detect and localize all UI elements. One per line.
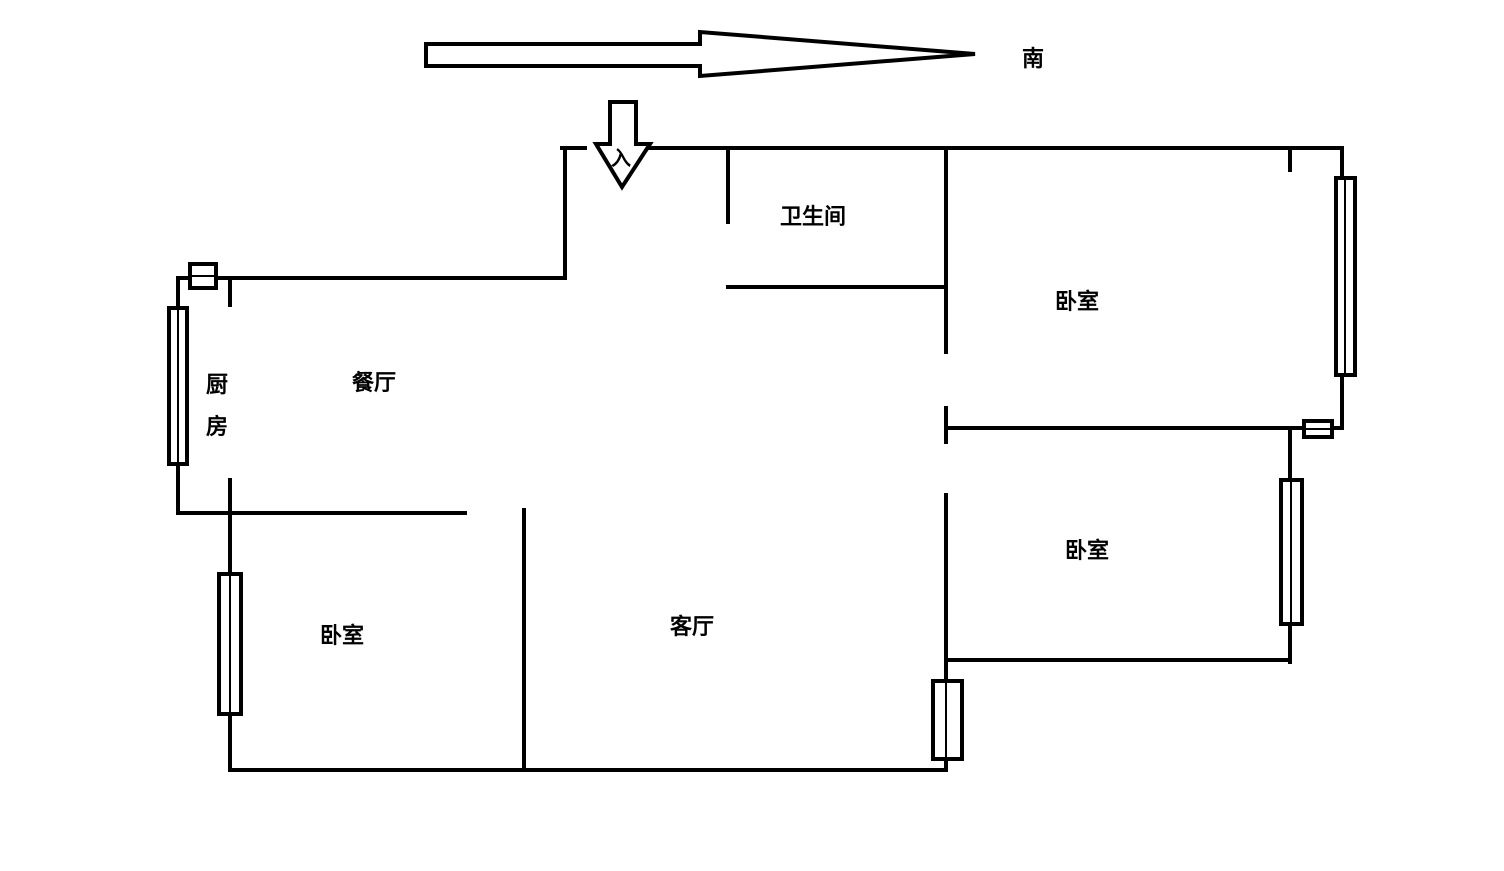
window-corner-right	[1302, 419, 1334, 439]
compass-direction-label: 南	[1022, 47, 1044, 72]
room-label-bedroom-middle-right: 卧室	[1065, 538, 1109, 564]
windows	[167, 176, 1357, 761]
window-bedroom-top-right	[1334, 176, 1357, 377]
window-bedroom-middle-right	[1279, 478, 1304, 626]
room-label-bathroom: 卫生间	[780, 205, 846, 230]
room-label-bedroom-bottom-left: 卧室	[320, 623, 364, 649]
window-living	[931, 679, 964, 761]
entrance-label: 入	[611, 146, 631, 170]
window-bedroom-left	[217, 572, 243, 716]
room-label-living: 客厅	[670, 614, 714, 640]
south-arrow	[424, 29, 976, 79]
room-label-dining: 餐厅	[352, 371, 396, 396]
room-label-bedroom-top-right: 卧室	[1055, 289, 1099, 315]
entrance-arrow	[592, 100, 654, 191]
window-kitchen-side	[167, 306, 189, 466]
walls	[176, 146, 1344, 772]
room-label-kitchen-line2: 房	[206, 414, 228, 440]
room-label-kitchen-line1: 厨	[206, 373, 228, 398]
window-kitchen-top	[188, 262, 218, 290]
